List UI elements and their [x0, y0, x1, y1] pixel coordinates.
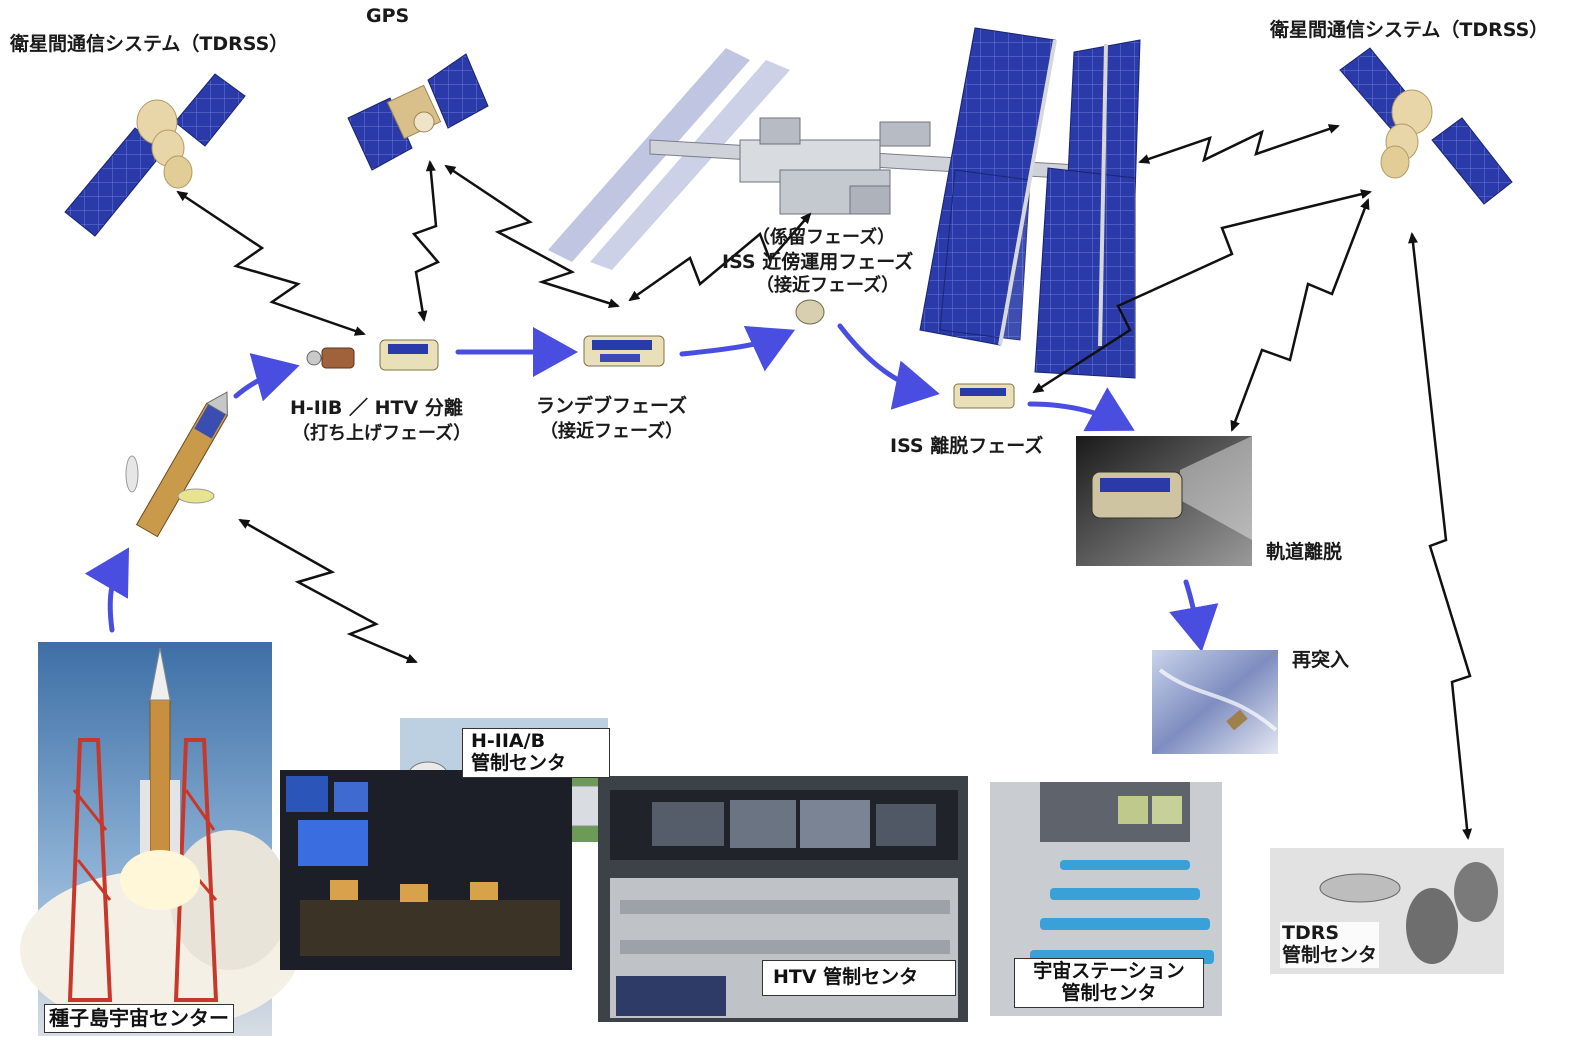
rendezvous-label: ランデブフェーズ: [536, 395, 688, 417]
station-control-line2: 管制センタ: [1061, 981, 1157, 1004]
iss-station-icon: [548, 27, 1141, 379]
flow-to-reentry-arrow: [1169, 579, 1219, 652]
approach-phase-top-label: （接近フェーズ）: [756, 275, 900, 296]
tdrss-right-satellite-icon: [1339, 47, 1513, 205]
approach-phase-label: （接近フェーズ）: [540, 421, 684, 442]
deorbit-label: 軌道離脱: [1266, 541, 1343, 563]
tanegashima-label: 種子島宇宙センター: [44, 1004, 234, 1033]
launch-phase-label: （打ち上げフェーズ）: [292, 423, 472, 444]
htv-separation-icon: [306, 339, 439, 371]
iss-departure-label: ISS 離脱フェーズ: [890, 435, 1044, 457]
tanegashima-launch-photo: [20, 642, 300, 1036]
gps-label: GPS: [366, 5, 410, 27]
htv-control-label: HTV 管制センタ: [762, 960, 956, 996]
station-control-line1: 宇宙ステーション: [1033, 960, 1185, 982]
reentry-label: 再突入: [1292, 649, 1350, 671]
comm-links: [176, 124, 1473, 840]
flow-launch-arrow: [84, 547, 130, 633]
tdrss-left-satellite-icon: [64, 73, 246, 237]
comm-link-iss-rendezvous: [628, 212, 812, 302]
launch-control-room-photo: [280, 770, 572, 970]
h2ab-control-label: H-IIA/B 管制センタ: [462, 728, 610, 778]
h2ab-control-line1: H-IIA/B: [471, 730, 546, 752]
tdrs-control-center-photo: [1270, 848, 1504, 974]
iss-proximity-label: ISS 近傍運用フェーズ: [722, 251, 914, 273]
separation-label: H-IIB ／ HTV 分離: [290, 397, 463, 419]
comm-link-deorbit-tdrss-right: [1230, 198, 1370, 432]
mooring-phase-label: （係留フェーズ）: [752, 227, 896, 248]
tdrs-control-line2: 管制センタ: [1282, 943, 1378, 966]
comm-link-tdrss-right-ground: [1408, 232, 1473, 840]
comm-link-iss-tdrss-right: [1138, 124, 1340, 164]
flow-ascent-arrow: [233, 353, 300, 402]
htv-proximity-icon: [795, 299, 825, 325]
flow-to-deorbit-arrow: [1027, 387, 1135, 432]
deorbit-image: [1076, 436, 1252, 566]
tdrs-control-label: TDRS 管制センタ: [1280, 922, 1380, 968]
tdrss-left-label: 衛星間通信システム（TDRSS）: [10, 33, 289, 55]
tdrs-control-line1: TDRS: [1282, 922, 1340, 944]
h2ab-control-line2: 管制センタ: [471, 751, 567, 774]
flow-to-proximity-arrow: [679, 325, 796, 372]
tdrss-right-label: 衛星間通信システム（TDRSS）: [1270, 19, 1549, 41]
comm-link-gps-separation: [411, 160, 441, 322]
comm-link-tdrss-left-separation: [176, 190, 366, 336]
htv-rendezvous-icon: [583, 335, 665, 367]
comm-link-rocket-ground: [238, 518, 418, 664]
flow-arrows: [84, 323, 1219, 652]
flow-to-departure-arrow: [837, 323, 940, 410]
station-control-label: 宇宙ステーション 管制センタ: [1014, 958, 1204, 1008]
reentry-image: [1152, 650, 1278, 754]
h2b-rocket-icon: [125, 391, 229, 538]
comm-link-gps-rendezvous: [444, 164, 620, 309]
gps-satellite-icon: [347, 53, 489, 171]
htv-departure-icon: [953, 383, 1015, 409]
